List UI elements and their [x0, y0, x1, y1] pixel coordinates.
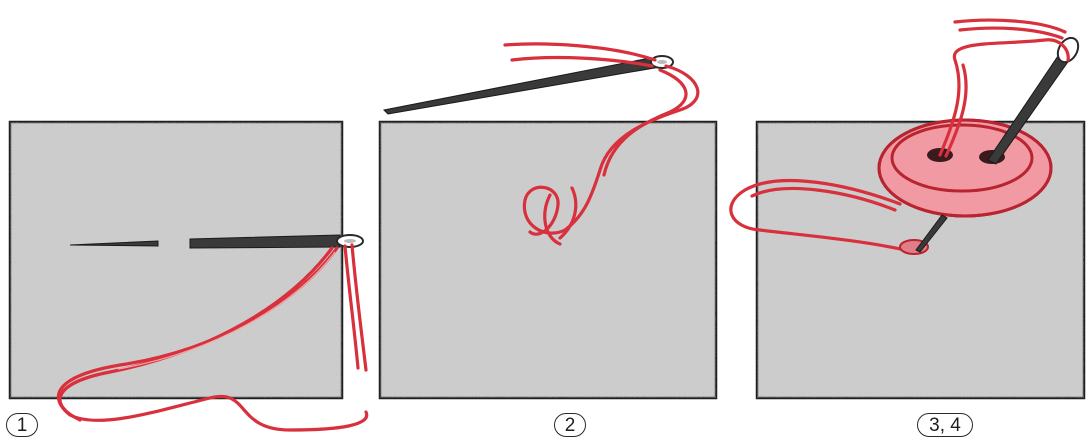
fabric-texture	[10, 122, 342, 398]
needle-icon	[384, 56, 673, 114]
fabric-texture	[380, 122, 716, 398]
panel-step-3-4	[731, 20, 1084, 398]
step-label-3-4: 3, 4	[917, 413, 973, 437]
step-label-2: 2	[554, 413, 586, 437]
step-label-1: 1	[6, 413, 38, 437]
panel-step-2	[380, 44, 716, 398]
panel-step-1	[10, 122, 367, 430]
